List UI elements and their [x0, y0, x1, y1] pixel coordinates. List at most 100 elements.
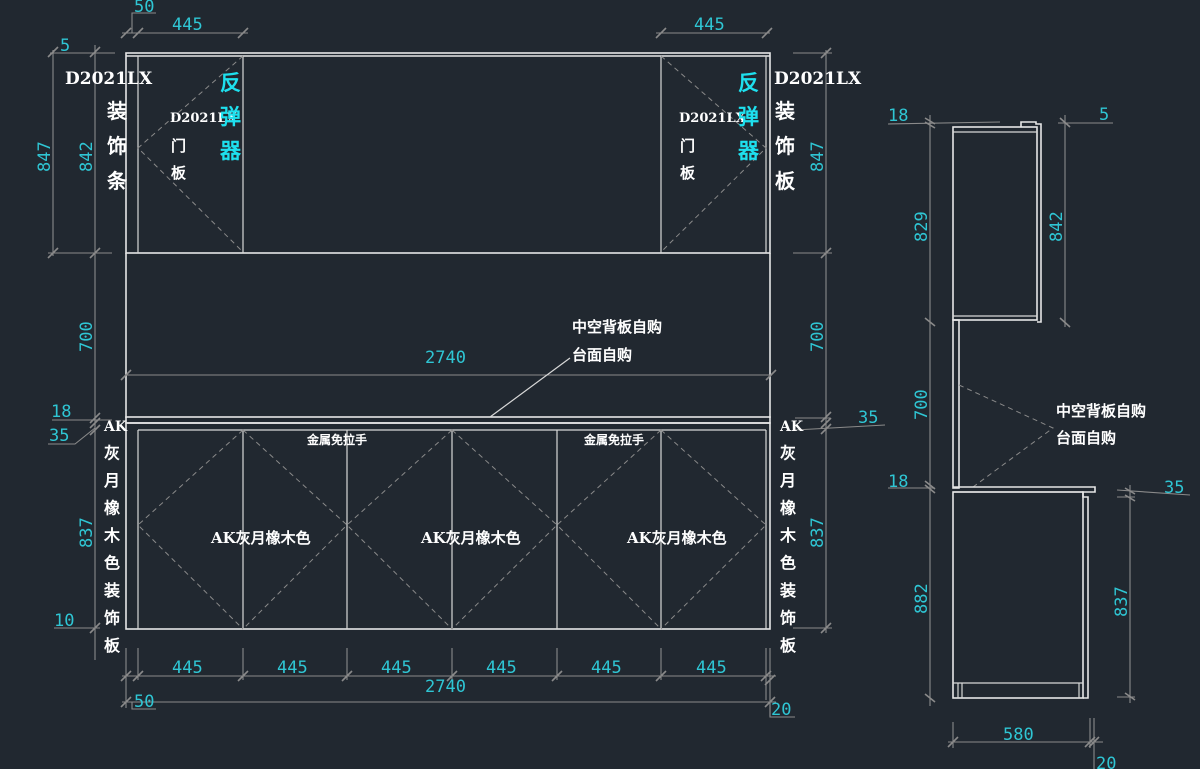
side-panel-char: 灰 [780, 444, 796, 463]
door-swing [451, 429, 558, 630]
tick [120, 670, 132, 682]
callout-leader [489, 357, 571, 418]
callout-line1: 中空背板自购 [572, 318, 662, 336]
tick [237, 670, 249, 682]
tick [820, 47, 832, 59]
door-swing [346, 429, 453, 630]
side-dim-top-right-gap: 5 [1099, 105, 1109, 125]
rebound-left-char: 弹 [220, 104, 241, 129]
tick [947, 736, 959, 748]
upper-door-left-code: D2021LX [170, 111, 238, 126]
side-panel-char: 木 [103, 526, 121, 545]
tick [89, 424, 101, 436]
door-swing [242, 429, 348, 630]
dimline [131, 12, 156, 33]
lower-door-dividers [242, 430, 662, 629]
side-panel-char: 橡 [104, 499, 120, 518]
side-dimension-text: 18 5 829 842 700 18 35 882 837 580 20 中空… [888, 105, 1184, 769]
tick [1124, 487, 1136, 495]
side-panel-char: 色 [780, 554, 796, 573]
dim-bottom-total: 2740 [425, 677, 466, 697]
side-panel-char: 装 [103, 581, 120, 600]
rebound-right-char: 反 [738, 70, 759, 95]
tick [924, 121, 936, 129]
dim-top-left-door: 445 [172, 15, 203, 35]
tick [760, 670, 772, 682]
tick [89, 417, 101, 429]
dim-counter-top-left: 18 [51, 402, 71, 422]
side-dim-top-gap: 18 [888, 106, 908, 126]
right-panel-char: 板 [775, 169, 796, 193]
right-panel-char: 饰 [775, 134, 795, 158]
tick [820, 411, 832, 423]
upper-door-right-code: D2021LX [679, 111, 747, 126]
front-labels: D2021LX 装 饰 条 D2021LX 装 饰 板 D2021LX 门 板 … [65, 69, 862, 547]
left-panel-char: 饰 [107, 134, 127, 158]
side-back-panel [952, 319, 960, 489]
tick [1124, 494, 1136, 502]
dim-upper-left-inner: 842 [77, 141, 97, 172]
dim-lower-left: 837 [77, 517, 97, 548]
side-dim-upper-inner: 842 [1047, 211, 1067, 242]
door-swing [137, 429, 244, 630]
dimline [131, 702, 156, 710]
tick [1059, 117, 1071, 128]
tick [551, 670, 563, 682]
rebound-left-char: 器 [219, 138, 242, 163]
side-panel-char: 板 [104, 636, 121, 655]
tick [820, 417, 832, 429]
dim-bottom-door: 445 [486, 658, 517, 678]
dim-countertop-right: 35 [858, 408, 878, 428]
tick [89, 412, 101, 424]
tick [924, 693, 936, 703]
front-dimensions [47, 12, 886, 718]
rebound-left-char: 反 [220, 70, 241, 95]
left-panel-char: 装 [106, 99, 127, 123]
lower-door-material: AK灰月橡木色 [626, 529, 727, 547]
upper-cabinet-outline [125, 52, 771, 254]
tick [655, 670, 667, 682]
tick [924, 117, 936, 125]
dim-top-right-door: 445 [694, 15, 725, 35]
dim-bottom-gap: 10 [54, 611, 74, 631]
tick [1088, 736, 1100, 748]
countertop [125, 416, 771, 424]
rebound-right-char: 弹 [738, 104, 759, 129]
side-panel-char: 色 [104, 554, 120, 573]
dim-upper-right: 847 [808, 141, 828, 172]
tick [89, 622, 101, 634]
dim-bottom-door: 445 [277, 658, 308, 678]
dim-bottom-door: 445 [172, 658, 203, 678]
door-swing [556, 429, 662, 630]
front-dimension-text: 50 445 445 5 847 842 847 700 700 2740 18… [35, 0, 878, 720]
tick [120, 369, 132, 381]
dim-top-offset: 50 [134, 0, 154, 17]
right-panel-code: D2021LX [774, 69, 862, 89]
upper-door-left-char: 门 [171, 137, 186, 155]
tick [446, 670, 458, 682]
side-callout-line2: 台面自购 [1056, 429, 1116, 447]
tick [764, 674, 776, 686]
upper-right-door-swing [660, 55, 767, 253]
side-panel-char: 装 [779, 581, 796, 600]
dim-upper-left-outer: 847 [35, 141, 55, 172]
dim-lower-right: 837 [808, 517, 828, 548]
front-view [120, 52, 777, 630]
dim-countertop-left: 35 [49, 426, 69, 446]
tick [89, 247, 101, 259]
tick [341, 670, 353, 682]
side-callout-leader [958, 384, 1054, 488]
side-panel-char: AK [779, 419, 804, 435]
dimline [794, 424, 886, 431]
upper-door-left-char: 板 [171, 164, 187, 182]
upper-door-right-char: 门 [680, 137, 695, 155]
tick [655, 27, 667, 39]
rebound-right-char: 器 [737, 138, 760, 163]
tick [132, 670, 144, 682]
tick [132, 27, 144, 39]
side-lower-box [952, 491, 1084, 699]
tick [765, 369, 777, 381]
tick [924, 484, 936, 494]
upper-left-door-swing [137, 55, 244, 253]
